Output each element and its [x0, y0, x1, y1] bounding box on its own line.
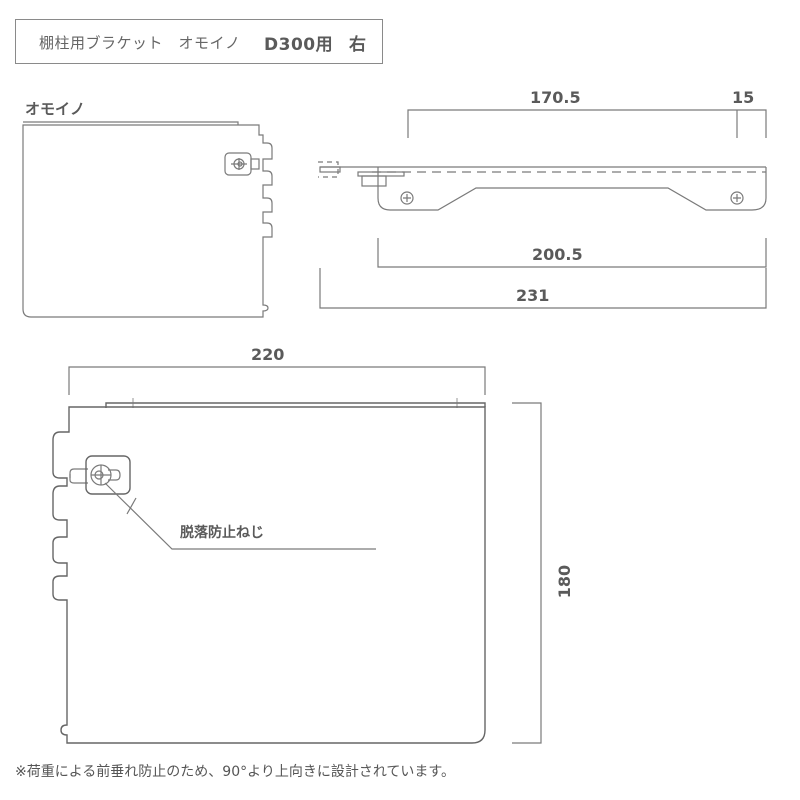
small-side-view — [22, 121, 273, 318]
dimension-width: 220 — [251, 345, 285, 364]
top-view — [318, 109, 767, 309]
brand-label: オモイノ — [25, 100, 86, 118]
dimension-height: 180 — [555, 564, 575, 599]
model-label: D300用 — [264, 35, 334, 55]
dimension-end-offset: 15 — [732, 88, 755, 107]
side-label: 右 — [349, 35, 366, 55]
anti-drop-screw-label: 脱落防止ねじ — [180, 525, 264, 541]
front-view — [52, 366, 542, 744]
product-name: 棚柱用ブラケット オモイノ — [39, 34, 241, 52]
dimension-body-length: 200.5 — [532, 245, 583, 264]
title-box: 棚柱用ブラケット オモイノ D300用 右 — [15, 19, 383, 64]
dimension-inner-span: 170.5 — [530, 88, 581, 107]
footnote: ※荷重による前垂れ防止のため、90°より上向きに設計されています。 — [15, 764, 456, 780]
dimension-total-length: 231 — [516, 286, 550, 305]
